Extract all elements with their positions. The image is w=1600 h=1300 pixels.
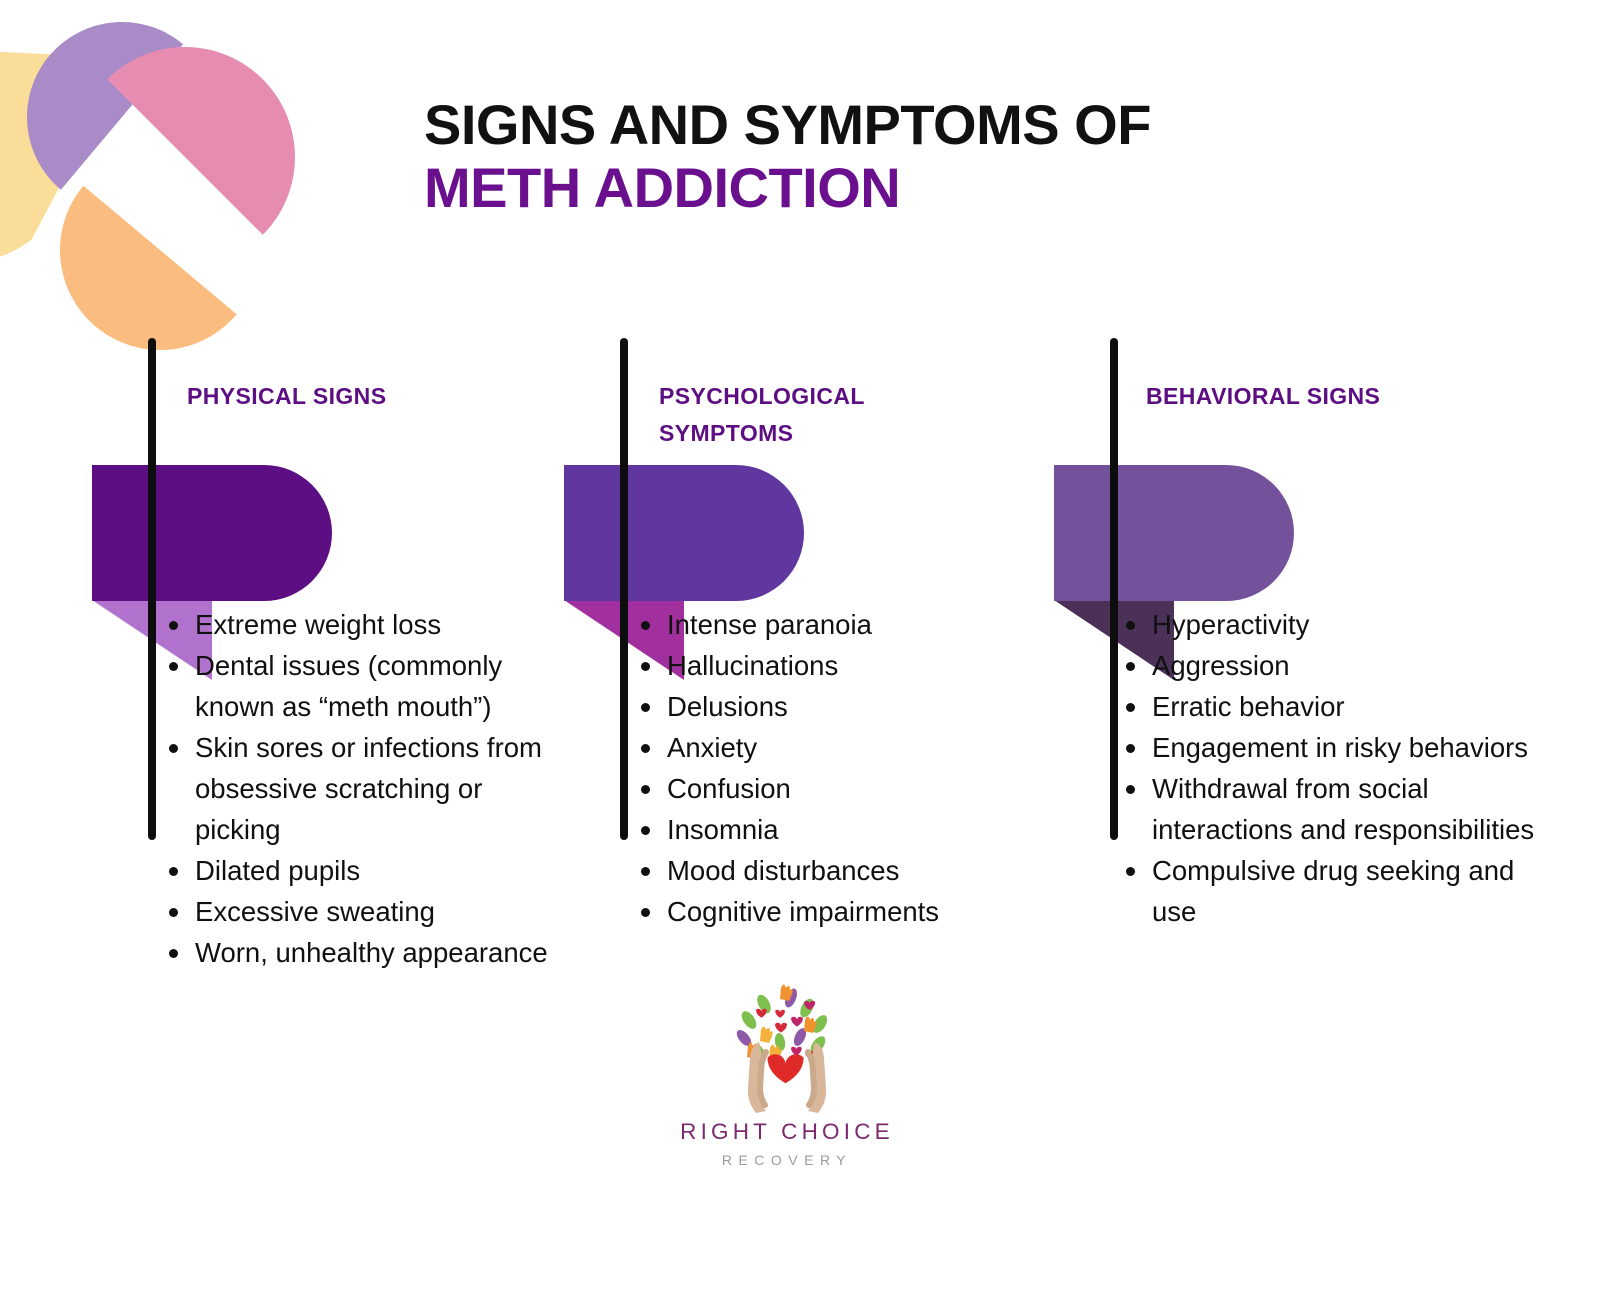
list-item: Aggression [1126, 645, 1552, 686]
list-item: Delusions [641, 686, 1047, 727]
column-heading: PHYSICAL SIGNS [187, 383, 387, 409]
list-item: Hyperactivity [1126, 604, 1552, 645]
column-vertical-rule [620, 338, 628, 840]
list-item: Intense paranoia [641, 604, 1047, 645]
list-item: Engagement in risky behaviors [1126, 727, 1552, 768]
symptom-list: Extreme weight loss Dental issues (commo… [159, 604, 575, 973]
badge-flag-shape [564, 465, 804, 601]
logo-name: RIGHT CHOICE [680, 1119, 894, 1144]
list-item: Confusion [641, 768, 1047, 809]
badge-flag-shape [92, 465, 332, 601]
list-item: Hallucinations [641, 645, 1047, 686]
petal-purple-icon [27, 22, 184, 190]
petal-yellow-icon [0, 46, 128, 264]
symptom-list: Intense paranoia Hallucinations Delusion… [631, 604, 1047, 932]
list-item: Extreme weight loss [169, 604, 575, 645]
list-item: Compulsive drug seeking and use [1126, 850, 1552, 932]
list-item: Worn, unhealthy appearance [169, 932, 575, 973]
list-item: Excessive sweating [169, 891, 575, 932]
list-item: Anxiety [641, 727, 1047, 768]
page-title: SIGNS AND SYMPTOMS OF METH ADDICTION [424, 93, 1424, 219]
list-item: Withdrawal from social interactions and … [1126, 768, 1552, 850]
column-heading: PSYCHOLOGICAL SYMPTOMS [659, 383, 865, 446]
column-heading: BEHAVIORAL SIGNS [1146, 383, 1381, 409]
column-vertical-rule [1110, 338, 1118, 840]
list-item: Skin sores or infections from obsessive … [169, 727, 575, 850]
list-item: Insomnia [641, 809, 1047, 850]
list-item: Dilated pupils [169, 850, 575, 891]
title-line-1: SIGNS AND SYMPTOMS OF [424, 93, 1151, 156]
logo-heart-icon [767, 1054, 804, 1084]
logo-left-hand-icon [747, 1042, 766, 1113]
brand-logo: RIGHT CHOICE RECOVERY [672, 980, 902, 1168]
column-vertical-rule [148, 338, 156, 840]
logo-subtitle: RECOVERY [721, 1152, 853, 1168]
symptom-list: Hyperactivity Aggression Erratic behavio… [1116, 604, 1552, 932]
list-item: Mood disturbances [641, 850, 1047, 891]
hands-holding-heart-icon [736, 984, 828, 1113]
list-item: Cognitive impairments [641, 891, 1047, 932]
petal-orange-icon [60, 185, 237, 350]
petal-pink-icon [107, 47, 295, 235]
badge-flag-shape [1054, 465, 1294, 601]
logo-right-hand-icon [808, 1042, 827, 1113]
list-item: Dental issues (commonly known as “meth m… [169, 645, 575, 727]
decorative-pinwheel-graphic [0, 22, 295, 350]
list-item: Erratic behavior [1126, 686, 1552, 727]
title-line-2: METH ADDICTION [424, 155, 901, 219]
